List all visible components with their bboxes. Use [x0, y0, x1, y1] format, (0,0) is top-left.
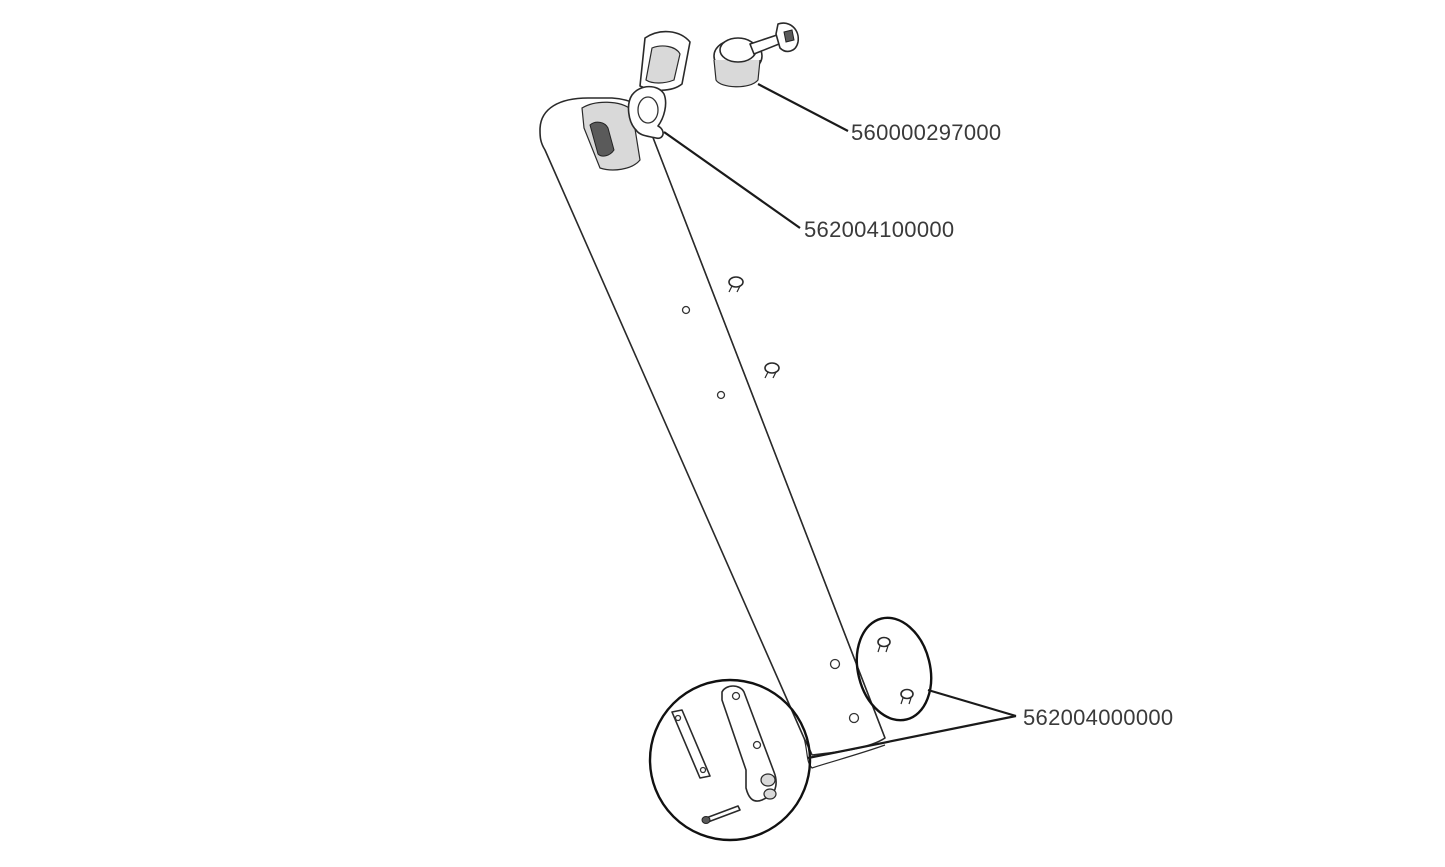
part-number-cover-flap: 562004100000	[804, 217, 954, 242]
screw-hole	[829, 658, 841, 670]
screw-hole	[716, 390, 726, 400]
screw-icon	[764, 362, 780, 379]
screw-icon	[728, 276, 744, 293]
leader-line-hinge-right	[927, 688, 1017, 718]
part-number-hinge-kit: 562004000000	[1023, 705, 1173, 730]
hinge-callout-circle	[648, 678, 812, 842]
screw-hole	[848, 712, 860, 724]
leader-line-lock	[757, 83, 849, 132]
main-tube-body	[539, 97, 886, 769]
leader-line-flap	[663, 131, 801, 229]
lock-cylinder-part	[713, 22, 800, 88]
part-number-lock-cylinder: 560000297000	[851, 120, 1001, 145]
cover-flap-part	[627, 30, 691, 140]
screw-callout-circle	[855, 616, 933, 722]
screw-hole	[681, 305, 691, 315]
leader-line-hinge-left	[807, 714, 1017, 760]
